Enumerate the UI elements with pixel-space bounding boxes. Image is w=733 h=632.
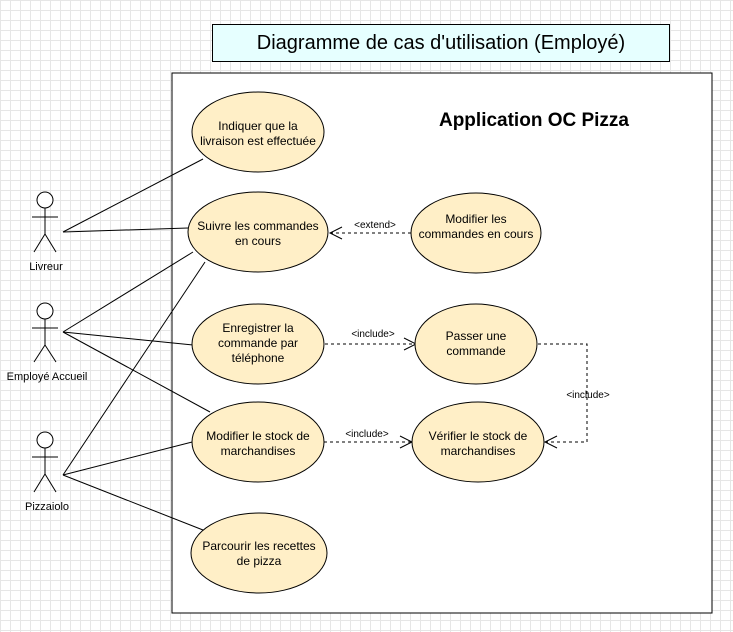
- use-case-passer: Passer une commande: [414, 303, 538, 385]
- extend-arrowhead: [328, 226, 343, 240]
- assoc-pizzaiolo-suivre: [62, 261, 206, 476]
- extend-label: <extend>: [354, 220, 396, 231]
- use-case-modifier-commandes: Modifier les commandes en cours: [410, 192, 542, 274]
- include-line-3: [538, 343, 588, 443]
- use-case-label: Parcourir les recettes: [202, 539, 315, 553]
- use-case-suivre: Suivre les commandes en cours: [187, 191, 329, 273]
- use-case-label: téléphone: [232, 351, 285, 365]
- use-case-label: marchandises: [441, 444, 516, 458]
- dependencies: [324, 226, 588, 449]
- actor-accueil-label: Employé Accueil: [7, 371, 88, 383]
- use-case-label: Enregistrer la: [222, 321, 294, 335]
- use-case-label: marchandises: [221, 444, 296, 458]
- include-label-1: <include>: [351, 329, 395, 340]
- use-case-label: commande par: [218, 336, 298, 350]
- use-case-label: livraison est effectuée: [200, 134, 316, 148]
- include-arrowhead-3: [543, 435, 558, 449]
- use-case-label: commandes en cours: [419, 227, 534, 241]
- actor-pizzaiolo-icon: [32, 431, 58, 493]
- assoc-livreur-livraison: [62, 158, 204, 233]
- actor-livreur-label: Livreur: [29, 261, 63, 273]
- use-case-livraison: Indiquer que la livraison est effectuée: [191, 91, 325, 173]
- actor-livreur-icon: [32, 191, 58, 253]
- use-case-label: Modifier le stock de: [206, 429, 310, 443]
- actor-accueil-icon: [32, 302, 58, 363]
- use-case-label: en cours: [235, 234, 281, 248]
- associations: [62, 158, 211, 531]
- use-case-modifier-stock: Modifier le stock de marchandises: [191, 401, 325, 483]
- assoc-pizzaiolo-modifier-stock: [62, 439, 201, 476]
- use-case-label: Suivre les commandes: [197, 219, 318, 233]
- assoc-accueil-suivre: [62, 251, 194, 333]
- use-case-label: Vérifier le stock de: [429, 429, 528, 443]
- assoc-accueil-enregistrer: [62, 331, 194, 346]
- use-case-label: commande: [446, 344, 506, 358]
- use-case-label: Modifier les: [445, 212, 506, 226]
- assoc-accueil-modifier-stock: [62, 331, 211, 413]
- use-case-label: Indiquer que la: [218, 119, 298, 133]
- use-case-recettes: Parcourir les recettes de pizza: [190, 512, 328, 594]
- use-case-verifier-stock: Vérifier le stock de marchandises: [411, 401, 545, 483]
- use-case-enregistrer: Enregistrer la commande par téléphone: [191, 303, 325, 385]
- use-case-label: Passer une: [446, 329, 507, 343]
- assoc-livreur-suivre: [62, 227, 189, 233]
- diagram-title: Diagramme de cas d'utilisation (Employé): [212, 24, 670, 62]
- actor-pizzaiolo-label: Pizzaiolo: [25, 501, 69, 513]
- include-label-3: <include>: [566, 390, 610, 401]
- include-label-2: <include>: [345, 429, 389, 440]
- assoc-pizzaiolo-recettes: [62, 474, 204, 531]
- use-case-label: de pizza: [237, 554, 282, 568]
- system-name: Application OC Pizza: [439, 110, 629, 131]
